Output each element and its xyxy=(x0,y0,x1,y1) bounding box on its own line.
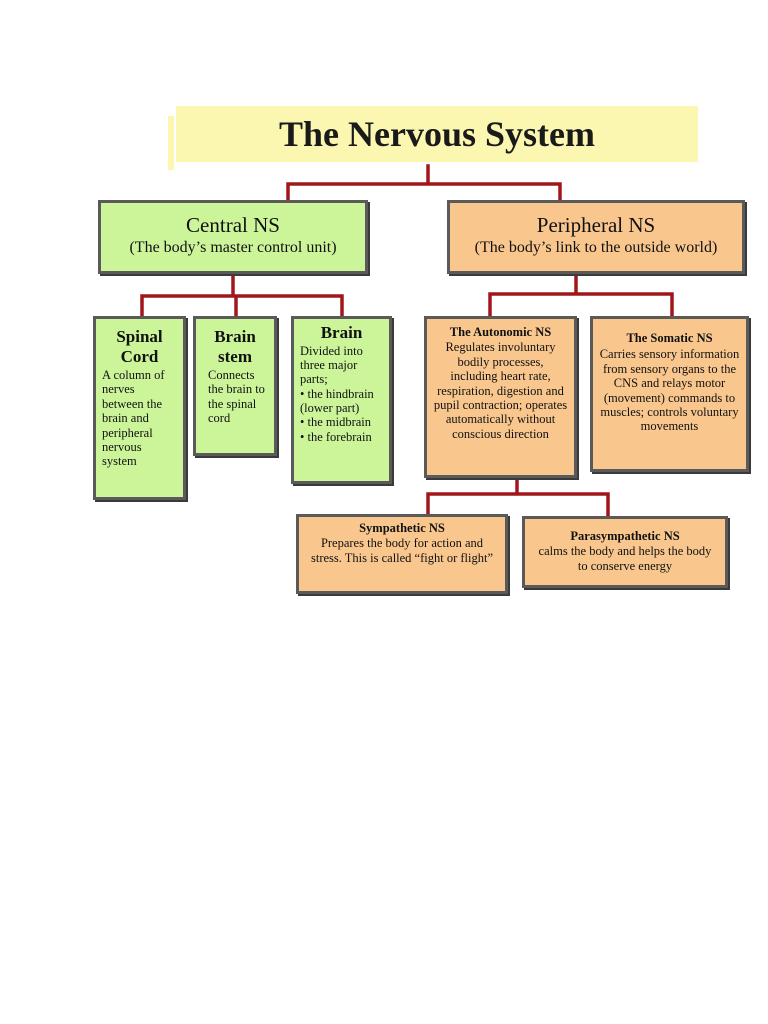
title-banner: The Nervous System xyxy=(176,106,698,162)
connector-cns-to-children xyxy=(140,272,344,318)
spinal-cord-title-line2: Cord xyxy=(120,346,159,366)
spinal-cord-description: A column of nerves between the brain and… xyxy=(102,368,165,469)
brain-part-midbrain: • the midbrain xyxy=(300,415,372,430)
autonomic-ns-title: The Autonomic NS xyxy=(449,325,552,339)
somatic-ns-description: Carries sensory information from sensory… xyxy=(599,347,740,434)
brain-box: Brain Divided into three major parts; • … xyxy=(291,316,392,484)
parasympathetic-ns-box: Parasympathetic NS calms the body and he… xyxy=(522,516,728,588)
page-title: The Nervous System xyxy=(279,114,595,154)
connector-title-to-branches xyxy=(286,164,562,202)
brain-part-forebrain: • the forebrain xyxy=(300,429,372,444)
sympathetic-ns-description: Prepares the body for action and stress.… xyxy=(310,536,494,565)
somatic-ns-box: The Somatic NS Carries sensory informati… xyxy=(590,316,749,472)
connector-pns-to-children xyxy=(488,272,674,318)
autonomic-ns-box: The Autonomic NS Regulates involuntary b… xyxy=(424,316,577,478)
parasympathetic-ns-description: calms the body and helps the body to con… xyxy=(538,544,712,573)
parasympathetic-ns-title: Parasympathetic NS xyxy=(570,529,680,543)
brain-title: Brain xyxy=(320,323,363,342)
brain-stem-title-line1: Brain xyxy=(214,327,256,346)
peripheral-ns-subtitle: (The body’s link to the outside world) xyxy=(474,239,718,257)
brain-stem-box: Brain stem Connects the brain to the spi… xyxy=(193,316,277,456)
spinal-cord-box: Spinal Cord A column of nerves between t… xyxy=(93,316,186,500)
brain-stem-description: Connects the brain to the spinal cord xyxy=(208,368,265,426)
connector-autonomic-to-children xyxy=(426,476,610,518)
central-ns-box: Central NS (The body’s master control un… xyxy=(98,200,368,274)
title-bar-edge xyxy=(168,116,174,170)
central-ns-subtitle: (The body’s master control unit) xyxy=(129,239,337,257)
somatic-ns-title: The Somatic NS xyxy=(626,331,713,345)
brain-stem-title-line2: stem xyxy=(218,346,252,366)
sympathetic-ns-title: Sympathetic NS xyxy=(359,521,445,535)
brain-description: Divided into three major parts; xyxy=(300,343,363,387)
sympathetic-ns-box: Sympathetic NS Prepares the body for act… xyxy=(296,514,508,594)
brain-part-hindbrain: • the hindbrain (lower part) xyxy=(300,386,374,416)
autonomic-ns-description: Regulates involuntary bodily processes, … xyxy=(433,340,568,441)
central-ns-title: Central NS xyxy=(186,213,280,237)
spinal-cord-title-line1: Spinal xyxy=(116,327,163,346)
peripheral-ns-title: Peripheral NS xyxy=(536,213,656,237)
peripheral-ns-box: Peripheral NS (The body’s link to the ou… xyxy=(447,200,745,274)
